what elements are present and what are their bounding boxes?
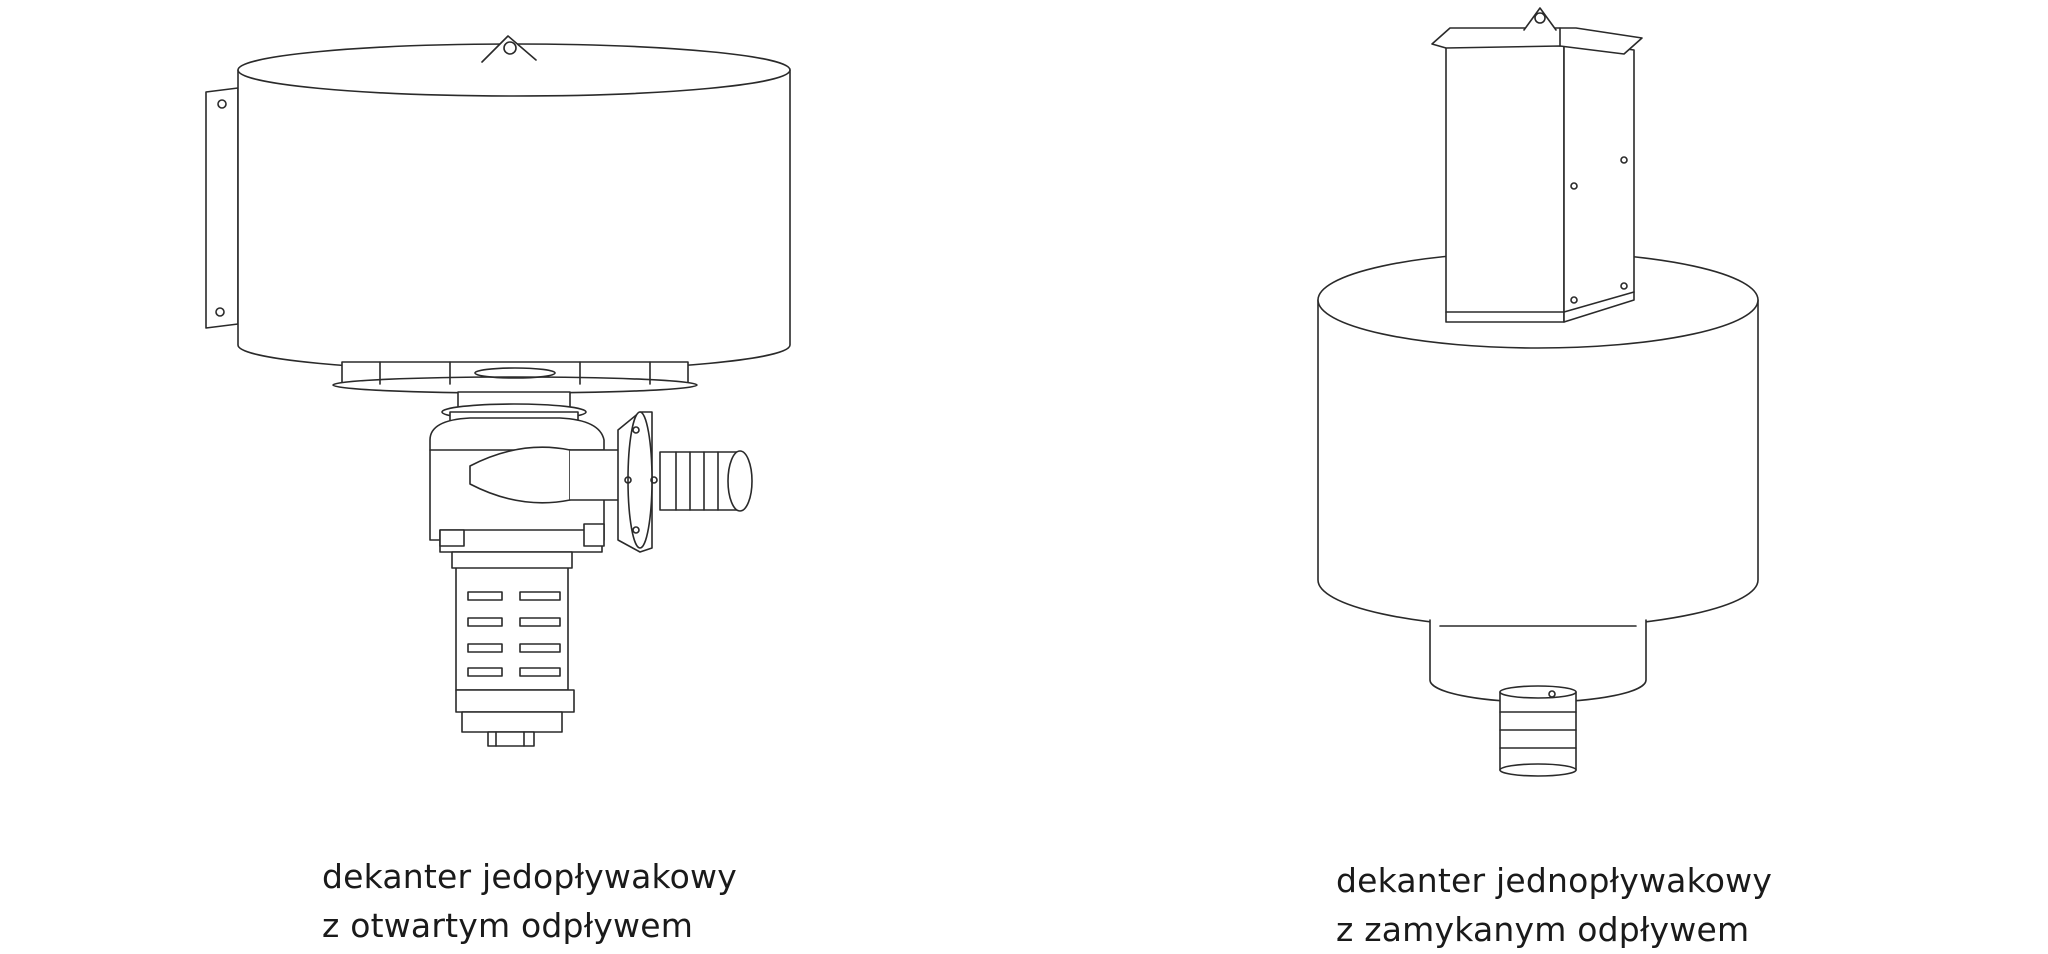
float-drum-right [1317,251,1759,629]
outlet-pipe [569,411,753,553]
caption-right-line1: dekanter jednopływakowy [1336,861,1773,900]
strainer [451,551,575,747]
open-outlet-decanter [205,35,791,747]
caption-closed-outlet: dekanter jednopływakowy z zamykanym odpł… [1336,856,1772,954]
float-drum [237,43,791,372]
lower-body-right [1429,619,1647,777]
valve-body [429,417,605,553]
lifting-eye [481,35,537,63]
caption-open-outlet: dekanter jedopływakowy z otwartym odpływ… [322,852,737,950]
caption-left-line1: dekanter jedopływakowy [322,857,737,896]
closed-outlet-decanter [1317,7,1759,777]
bottom-plate [332,361,698,394]
caption-left-line2: z otwartym odpływem [322,906,694,945]
caption-right-line2: z zamykanym odpływem [1336,910,1750,949]
lifting-eye-right [1523,7,1557,31]
square-housing [1445,39,1635,323]
roof-cap [1431,27,1643,55]
